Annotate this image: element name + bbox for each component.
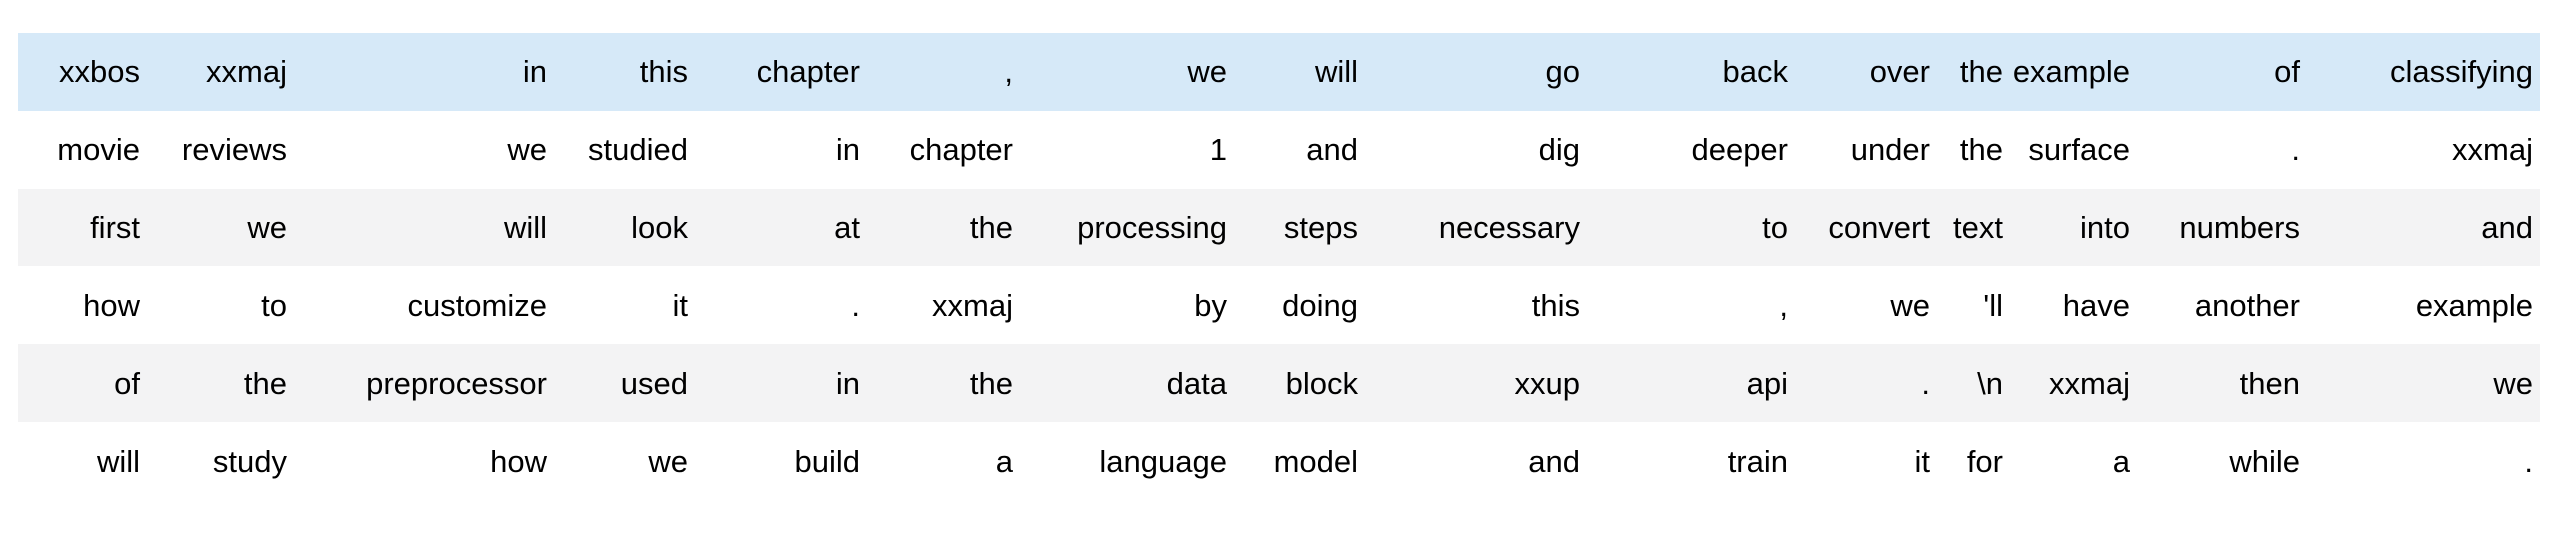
token-cell: first bbox=[90, 210, 140, 246]
token-cell: reviews bbox=[181, 132, 287, 168]
token-cell: in bbox=[522, 54, 547, 90]
token-cell: . bbox=[1921, 365, 1930, 401]
token-cell: by bbox=[1194, 287, 1227, 323]
token-cell: . bbox=[2291, 132, 2300, 168]
dataframe-output: xxbos xxmaj in this chapter, we will go back over… bbox=[18, 33, 2540, 500]
token-cell: this bbox=[1531, 287, 1580, 323]
token-cell: . bbox=[2524, 443, 2533, 479]
table-row: how to customize it. xxmaj by doing this, we 'll h… bbox=[18, 266, 2540, 345]
token-cell: for bbox=[1966, 443, 2003, 479]
tokens-table: xxbos xxmaj in this chapter, we will go back over… bbox=[18, 33, 2540, 500]
token-cell: xxup bbox=[1514, 365, 1580, 401]
table-row: first we will look at the processing steps neces… bbox=[18, 188, 2540, 267]
token-cell: while bbox=[2229, 443, 2300, 479]
token-cell: will bbox=[503, 210, 547, 246]
table-row: xxbos xxmaj in this chapter, we will go back over… bbox=[18, 33, 2540, 111]
token-cell: the bbox=[243, 365, 287, 401]
token-cell: xxbos bbox=[59, 54, 140, 90]
token-cell: into bbox=[2080, 210, 2130, 246]
token-cell: in bbox=[835, 132, 860, 168]
token-cell: it bbox=[1914, 443, 1931, 479]
token-cell: of bbox=[114, 365, 140, 401]
token-cell: convert bbox=[1828, 210, 1930, 246]
token-cell: xxmaj bbox=[2049, 365, 2130, 401]
token-cell: model bbox=[1273, 443, 1358, 479]
table-row: of the preprocessor used in the data block xxup a… bbox=[18, 344, 2540, 423]
token-cell: used bbox=[620, 365, 688, 401]
token-cell: api bbox=[1746, 365, 1788, 401]
token-cell: then bbox=[2239, 365, 2300, 401]
token-cell: deeper bbox=[1691, 132, 1788, 168]
token-cell: the bbox=[1959, 54, 2003, 90]
token-cell: this bbox=[639, 54, 688, 90]
token-cell: the bbox=[969, 365, 1013, 401]
token-cell: chapter bbox=[909, 132, 1013, 168]
token-cell: study bbox=[212, 443, 287, 479]
token-cell: customize bbox=[407, 287, 547, 323]
token-cell: will bbox=[96, 443, 140, 479]
token-cell: we bbox=[648, 443, 688, 479]
token-cell: another bbox=[2194, 287, 2300, 323]
token-cell: example bbox=[2012, 54, 2130, 90]
token-cell: chapter bbox=[756, 54, 860, 90]
token-cell: a bbox=[995, 443, 1013, 479]
token-cell: . bbox=[851, 287, 860, 323]
token-cell: , bbox=[1004, 54, 1013, 90]
token-cell: the bbox=[1959, 132, 2003, 168]
token-cell: example bbox=[2415, 287, 2533, 323]
token-cell: will bbox=[1314, 54, 1358, 90]
token-cell: numbers bbox=[2179, 210, 2300, 246]
token-cell: steps bbox=[1283, 210, 1358, 246]
token-cell: and bbox=[2481, 210, 2533, 246]
token-cell: of bbox=[2274, 54, 2300, 90]
token-cell: at bbox=[834, 210, 860, 246]
table-row: will study how we build a language model and trai… bbox=[18, 422, 2540, 500]
token-cell: preprocessor bbox=[366, 365, 547, 401]
token-cell: data bbox=[1166, 365, 1227, 401]
tokens-table-body: xxbos xxmaj in this chapter, we will go back over… bbox=[18, 33, 2540, 500]
token-cell: it bbox=[672, 287, 689, 323]
token-cell: we bbox=[247, 210, 287, 246]
token-cell: back bbox=[1722, 54, 1788, 90]
token-cell: surface bbox=[2028, 132, 2130, 168]
token-cell: xxmaj bbox=[206, 54, 287, 90]
token-cell: under bbox=[1850, 132, 1930, 168]
token-cell: studied bbox=[588, 132, 688, 168]
token-cell: build bbox=[794, 443, 861, 479]
token-cell: we bbox=[2493, 365, 2533, 401]
token-cell: doing bbox=[1282, 287, 1358, 323]
token-cell: and bbox=[1528, 443, 1580, 479]
token-cell: in bbox=[835, 365, 860, 401]
token-cell: go bbox=[1545, 54, 1580, 90]
token-cell: necessary bbox=[1438, 210, 1580, 246]
token-cell: processing bbox=[1077, 210, 1227, 246]
token-cell: text bbox=[1953, 210, 2003, 246]
token-cell: train bbox=[1727, 443, 1788, 479]
token-cell: we bbox=[507, 132, 547, 168]
token-cell: , bbox=[1779, 287, 1788, 323]
token-cell: have bbox=[2062, 287, 2130, 323]
token-cell: 'll bbox=[1983, 287, 2003, 323]
token-cell: 1 bbox=[1209, 132, 1227, 168]
token-cell: movie bbox=[57, 132, 140, 168]
token-cell: xxmaj bbox=[932, 287, 1013, 323]
token-cell: to bbox=[1762, 210, 1788, 246]
token-cell: dig bbox=[1538, 132, 1580, 168]
token-cell: classifying bbox=[2390, 54, 2533, 90]
token-cell: we bbox=[1187, 54, 1227, 90]
token-cell: to bbox=[261, 287, 287, 323]
token-cell: over bbox=[1869, 54, 1930, 90]
token-cell: block bbox=[1285, 365, 1358, 401]
token-cell: how bbox=[83, 287, 140, 323]
token-cell: language bbox=[1099, 443, 1227, 479]
token-cell: and bbox=[1306, 132, 1358, 168]
token-cell: the bbox=[969, 210, 1013, 246]
token-cell: look bbox=[631, 210, 688, 246]
token-cell: how bbox=[490, 443, 547, 479]
token-cell: \n bbox=[1977, 365, 2003, 401]
token-cell: a bbox=[2112, 443, 2130, 479]
token-cell: we bbox=[1890, 287, 1930, 323]
token-cell: xxmaj bbox=[2452, 132, 2533, 168]
table-row: movie reviews we studied in chapter 1 and dig dee… bbox=[18, 110, 2540, 189]
